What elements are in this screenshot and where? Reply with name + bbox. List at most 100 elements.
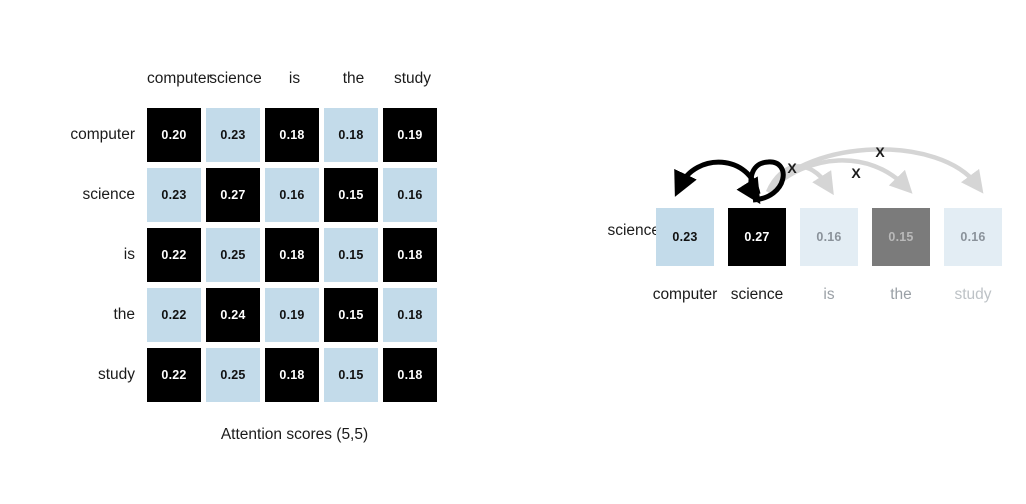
focus-token-labels: computer science is the study xyxy=(630,286,1026,310)
focus-cell-is: 0.16 xyxy=(800,208,858,266)
cell-value: 0.22 xyxy=(161,368,187,382)
cell-value: 0.15 xyxy=(338,248,364,262)
cell-value: 0.15 xyxy=(338,308,364,322)
cell-value: 0.20 xyxy=(161,128,187,142)
matrix-caption: Attention scores (5,5) xyxy=(220,426,369,443)
cell-swatch xyxy=(265,168,319,222)
focus-token-label-study: study xyxy=(954,286,992,303)
cell-swatch xyxy=(383,108,437,162)
row-label-science: science xyxy=(82,186,135,203)
focus-row-label: science xyxy=(607,222,660,239)
cell-value: 0.18 xyxy=(397,368,423,382)
cell-swatch xyxy=(206,288,260,342)
row-label-the: the xyxy=(113,306,135,323)
cell-value: 0.18 xyxy=(397,248,423,262)
x-marker-1: X xyxy=(787,160,797,176)
matrix-cell-science-is: 0.16 xyxy=(265,165,324,225)
matrix-cell-is-the: 0.15 xyxy=(324,225,383,285)
cell-value: 0.18 xyxy=(338,128,364,142)
attention-matrix-grid: 0.20 0.23 0.18 0.18 0.19 0.23 0.27 0.16 0.15 0.16… xyxy=(147,105,442,405)
cell-value: 0.18 xyxy=(279,248,305,262)
focus-token-label-science: science xyxy=(730,286,784,303)
matrix-cell-the-is: 0.19 xyxy=(265,285,324,345)
cell-swatch xyxy=(265,228,319,282)
cell-swatch xyxy=(147,168,201,222)
cell-value: 0.18 xyxy=(397,308,423,322)
matrix-cell-the-computer: 0.22 xyxy=(147,285,206,345)
matrix-cell-is-science: 0.25 xyxy=(206,225,265,285)
arrow-science-self-loop xyxy=(736,159,786,205)
column-header-study: study xyxy=(393,70,432,87)
cell-value: 0.18 xyxy=(279,368,305,382)
cell-swatch xyxy=(324,288,378,342)
cell-swatch xyxy=(324,108,378,162)
matrix-cell-science-study: 0.16 xyxy=(383,165,442,225)
row-label-computer: computer xyxy=(70,126,135,143)
matrix-cell-study-science: 0.25 xyxy=(206,345,265,405)
cell-swatch xyxy=(206,168,260,222)
focus-token-label-computer: computer xyxy=(652,286,718,303)
attention-matrix-panel: computer science is the study computer s… xyxy=(20,66,442,443)
matrix-cell-computer-computer: 0.20 xyxy=(147,105,206,165)
matrix-cell-is-study: 0.18 xyxy=(383,225,442,285)
focus-token-label-the: the xyxy=(890,286,912,303)
matrix-cell-science-science: 0.27 xyxy=(206,165,265,225)
matrix-cell-study-the: 0.15 xyxy=(324,345,383,405)
matrix-cell-the-the: 0.15 xyxy=(324,285,383,345)
matrix-cell-science-the: 0.15 xyxy=(324,165,383,225)
matrix-row-labels: computer science is the study xyxy=(20,105,135,405)
matrix-cell-computer-the: 0.18 xyxy=(324,105,383,165)
arrow-science-to-is xyxy=(765,164,834,196)
matrix-cell-computer-study: 0.19 xyxy=(383,105,442,165)
cell-swatch xyxy=(383,228,437,282)
matrix-column-headers: computer science is the study xyxy=(147,66,442,92)
cell-value: 0.16 xyxy=(279,188,305,202)
cell-value: 0.23 xyxy=(220,128,246,142)
cell-swatch xyxy=(324,168,378,222)
cell-swatch xyxy=(383,348,437,402)
cell-swatch xyxy=(147,108,201,162)
cell-swatch xyxy=(147,348,201,402)
cell-swatch xyxy=(265,348,319,402)
matrix-cell-the-science: 0.24 xyxy=(206,285,265,345)
arrow-science-to-computer xyxy=(674,159,761,197)
column-header-the: the xyxy=(342,70,365,87)
cell-swatch xyxy=(383,168,437,222)
cell-value: 0.15 xyxy=(338,188,364,202)
cell-swatch xyxy=(147,288,201,342)
cell-value: 0.25 xyxy=(220,248,246,262)
cell-swatch xyxy=(206,348,260,402)
row-label-is: is xyxy=(123,246,135,263)
cell-value: 0.15 xyxy=(338,368,364,382)
row-label-study: study xyxy=(97,366,135,383)
matrix-cell-is-computer: 0.22 xyxy=(147,225,206,285)
matrix-cell-study-is: 0.18 xyxy=(265,345,324,405)
column-header-science: science xyxy=(209,70,262,87)
cell-value: 0.16 xyxy=(397,188,423,202)
cell-value: 0.27 xyxy=(220,188,246,202)
focus-cell-the: 0.15 xyxy=(872,208,930,266)
cell-swatch xyxy=(206,108,260,162)
x-marker-3: X xyxy=(875,144,885,160)
focus-cell-computer: 0.23 xyxy=(656,208,714,266)
matrix-cell-science-computer: 0.23 xyxy=(147,165,206,225)
cell-value: 0.22 xyxy=(161,308,187,322)
cell-value: 0.22 xyxy=(161,248,187,262)
focus-token-label-is: is xyxy=(823,286,835,303)
cell-swatch xyxy=(265,288,319,342)
matrix-cell-study-study: 0.18 xyxy=(383,345,442,405)
x-marker-2: X xyxy=(851,165,861,181)
cell-swatch xyxy=(324,228,378,282)
matrix-cell-the-study: 0.18 xyxy=(383,285,442,345)
matrix-cell-study-computer: 0.22 xyxy=(147,345,206,405)
cell-swatch xyxy=(383,288,437,342)
cell-value: 0.19 xyxy=(279,308,305,322)
matrix-cell-computer-is: 0.18 xyxy=(265,105,324,165)
cell-swatch xyxy=(265,108,319,162)
cell-value: 0.18 xyxy=(279,128,305,142)
cell-value: 0.25 xyxy=(220,368,246,382)
focus-cell-science: 0.27 xyxy=(728,208,786,266)
